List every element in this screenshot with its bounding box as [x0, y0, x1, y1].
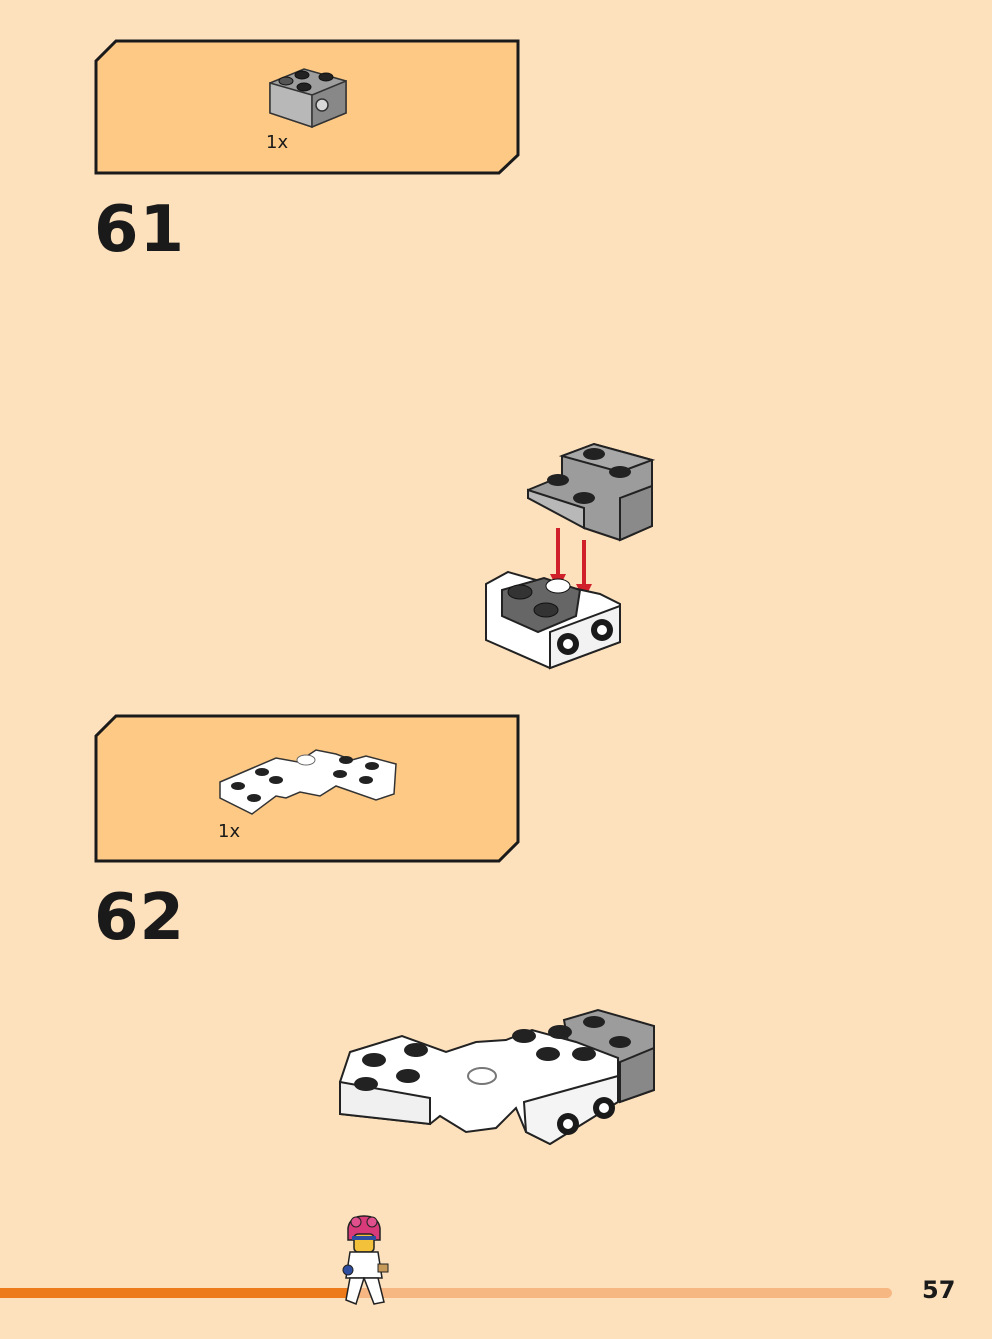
progress-bar — [0, 1288, 892, 1298]
gray-bracket-part-icon — [269, 68, 347, 129]
step-number-62: 62 — [94, 881, 186, 955]
white-curved-plate-part-icon — [219, 749, 397, 815]
step-number-61: 61 — [94, 193, 186, 267]
minifigure-astronaut-icon — [342, 1215, 389, 1305]
page-number: 57 — [922, 1276, 956, 1304]
parts-callout-61: 1x — [94, 39, 521, 176]
parts-callout-62: 1x — [94, 714, 521, 864]
step-61-assembly-illustration — [485, 442, 656, 670]
part-quantity: 1x — [266, 132, 289, 153]
part-quantity: 1x — [218, 821, 241, 842]
step-62-assembly-illustration — [339, 1008, 655, 1146]
progress-bar-fill — [0, 1288, 357, 1298]
